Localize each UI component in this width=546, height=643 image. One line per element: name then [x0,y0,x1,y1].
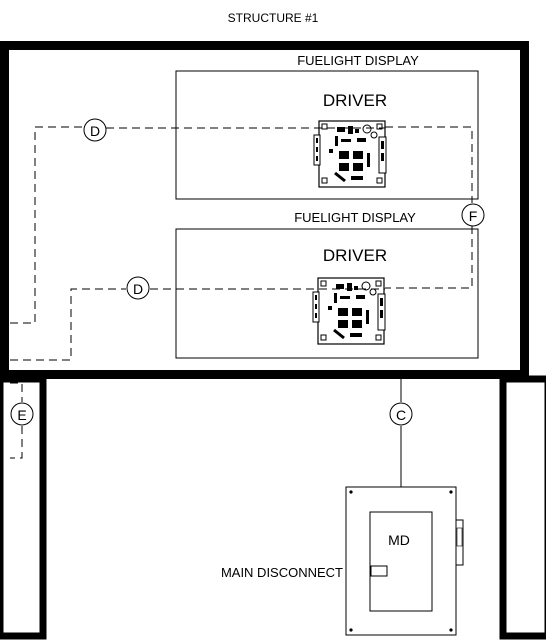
main-disconnect-door [369,511,433,612]
fuelight-display-2-label: FUELIGHT DISPLAY [294,210,416,225]
driver-1-label: DRIVER [323,91,387,110]
circuit-d2-marker [126,276,150,300]
circuit-c-label: C [396,407,406,423]
main-disconnect-latch [370,565,388,577]
circuit-f-run [385,126,473,289]
driver-board-1-icon [312,119,388,189]
circuit-c-marker [389,402,413,426]
circuit-d2-label: D [133,281,143,297]
driver-2-label: DRIVER [323,246,387,265]
circuit-d1-run [10,126,385,324]
structure-wall-right [520,41,529,379]
circuit-d1-label: D [90,123,100,139]
structure-wall-left [0,41,9,379]
fuelight-display-1-label: FUELIGHT DISPLAY [297,53,419,68]
circuit-e-run [10,382,23,459]
circuit-d1-marker [83,118,107,142]
circuit-e-label: E [17,407,26,423]
structure-wall-top [0,41,526,50]
main-disconnect-code: MD [388,532,410,548]
right-post [499,375,546,640]
main-disconnect-label: MAIN DISCONNECT [221,565,343,580]
circuit-f-label: F [469,208,478,224]
structure-wall-bottom [0,370,529,379]
circuit-d2-run [10,288,385,361]
driver-board-2-icon [311,276,387,346]
circuit-e-marker [10,402,34,426]
circuit-f-marker [461,203,485,227]
structure-title: STRUCTURE #1 [228,11,319,25]
